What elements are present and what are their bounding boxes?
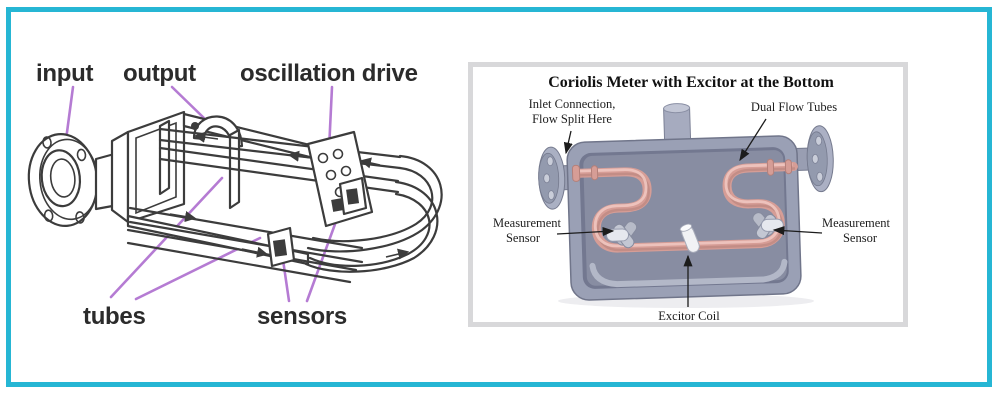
measurement-left-arrow	[556, 227, 615, 237]
coriolis-line-diagram: input output oscillation drive tubes sen…	[27, 60, 443, 330]
sensors-label: sensors	[257, 303, 347, 330]
inlet-flange	[27, 133, 99, 227]
inlet-flange-3d	[538, 146, 579, 210]
inlet-arrow	[563, 130, 573, 155]
inlet-label-line2: Flow Split Here	[532, 112, 612, 126]
measurement-left-label-line1: Measurement	[493, 216, 562, 230]
measurement-right-label-line2: Sensor	[843, 231, 878, 245]
tubes-label: tubes	[83, 303, 146, 330]
output-label: output	[123, 60, 196, 87]
oscillation-drive-label: oscillation drive	[240, 60, 418, 87]
housing-box	[566, 135, 802, 301]
meter-line-art	[27, 110, 443, 284]
measurement-right-arrow	[772, 226, 823, 236]
flow-arrows	[169, 131, 410, 260]
excitor-coil-3d	[679, 223, 700, 253]
sensor-clamp-upper	[338, 176, 368, 216]
output-leader-line	[170, 85, 208, 122]
dual-flow-tubes-label: Dual Flow Tubes	[751, 100, 837, 114]
manifold-block	[110, 110, 186, 224]
sensor-clamp-lower	[266, 226, 296, 268]
annotation-arrows	[556, 118, 823, 307]
measurement-right-label-line1: Measurement	[822, 216, 891, 230]
measurement-left-label-line2: Sensor	[506, 231, 541, 245]
measurement-sensor-right-3d	[752, 212, 784, 239]
lower-tubes	[126, 206, 364, 284]
panel-title: Coriolis Meter with Excitor at the Botto…	[548, 74, 834, 91]
baffle-plate-1	[158, 119, 171, 196]
inlet-label-line1: Inlet Connection,	[529, 97, 616, 111]
input-label: input	[36, 60, 93, 87]
coriolis-render: Coriolis Meter with Excitor at the Botto…	[493, 74, 891, 322]
clamp-dot	[191, 122, 199, 130]
meter-3d	[538, 103, 834, 301]
excitor-coil-label: Excitor Coil	[658, 309, 720, 322]
dual-flow-tubes-arrow	[739, 118, 767, 162]
output-arch	[192, 115, 244, 149]
coriolis-render-panel: Coriolis Meter with Excitor at the Botto…	[468, 62, 908, 327]
outlet-flange-3d	[786, 125, 834, 193]
